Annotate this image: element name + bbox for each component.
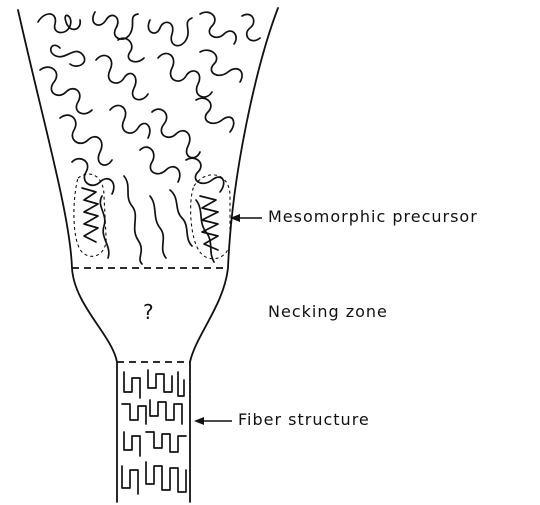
unknown-structure-marker: ? [143, 300, 154, 324]
fiber-structure-chains [122, 370, 186, 494]
spinline-left-wall [18, 10, 117, 502]
precursor-cluster-left [74, 174, 106, 256]
precursor-label: Mesomorphic precursor [268, 207, 478, 226]
precursor-cluster-right [191, 175, 230, 259]
fiber-structure-label: Fiber structure [238, 410, 370, 429]
necking-zone-label: Necking zone [268, 302, 388, 321]
random-coil-chains [38, 12, 260, 264]
fiber-arrow [194, 417, 232, 425]
precursor-arrow [230, 214, 262, 222]
